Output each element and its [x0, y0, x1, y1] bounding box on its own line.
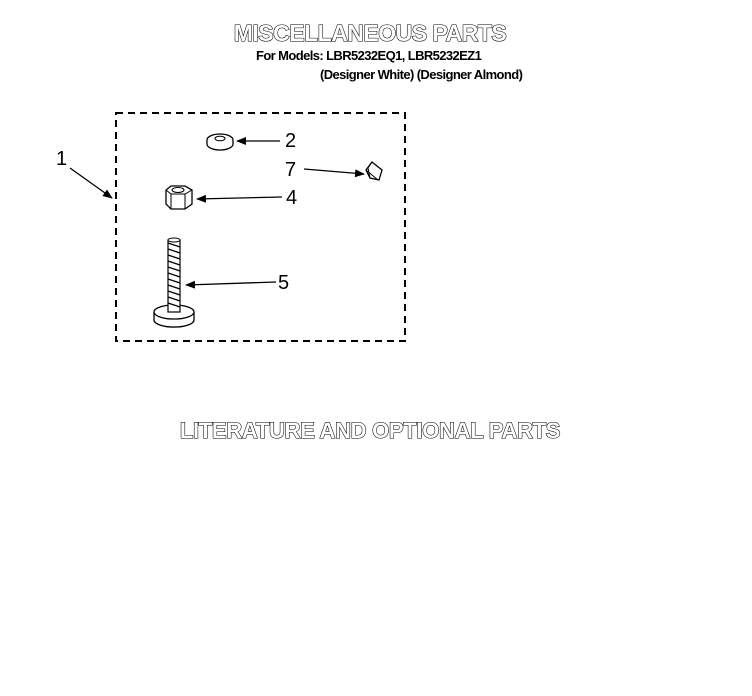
callout-2: 2	[285, 130, 296, 152]
colors-line: (Designer White) (Designer Almond)	[320, 67, 523, 82]
washer-part	[206, 133, 234, 151]
hex-nut-part	[165, 185, 193, 210]
callout-4-leader	[196, 194, 283, 203]
callout-7-leader	[303, 168, 365, 178]
callout-5-leader	[185, 280, 277, 289]
leveling-bolt-part	[153, 237, 195, 328]
callout-1-leader	[69, 167, 113, 199]
models-line: For Models: LBR5232EQ1, LBR5232EZ1	[256, 48, 482, 63]
callout-1: 1	[56, 148, 67, 170]
callout-4: 4	[286, 187, 297, 209]
clip-part	[365, 161, 383, 181]
callout-5: 5	[278, 272, 289, 294]
parts-group-box	[115, 112, 406, 342]
section-title: LITERATURE AND OPTIONAL PARTS	[179, 417, 561, 443]
callout-7: 7	[285, 159, 296, 181]
page-title: MISCELLANEOUS PARTS	[233, 19, 507, 46]
